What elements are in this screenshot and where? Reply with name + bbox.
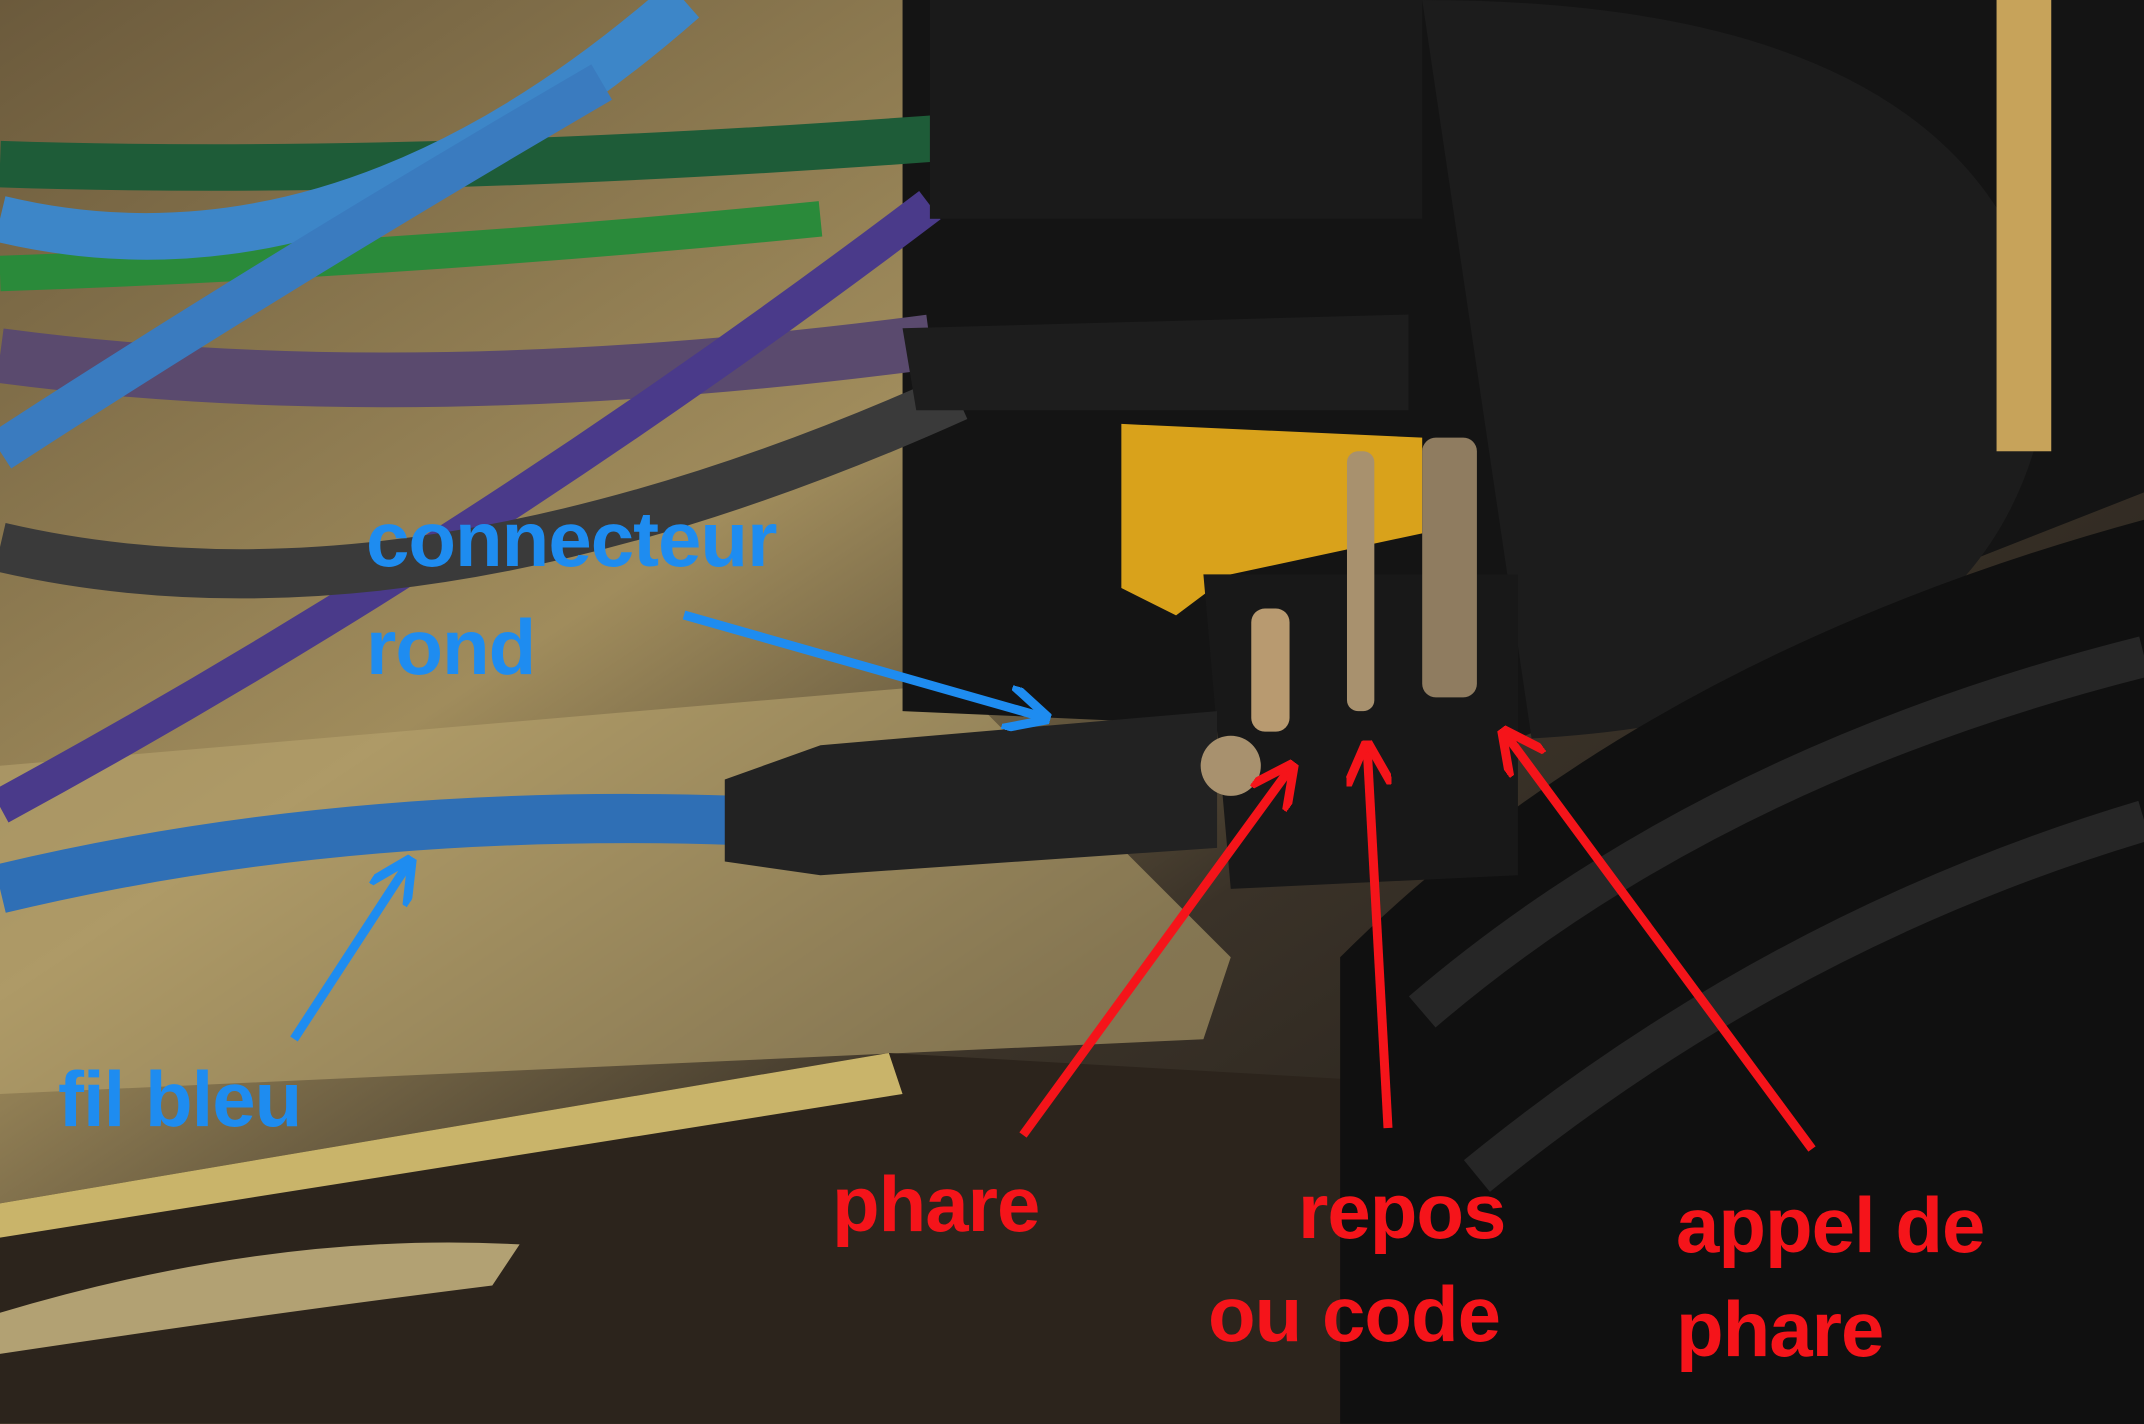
label-appel-phare: phare — [1676, 1285, 1884, 1373]
label-rond: rond — [366, 603, 536, 691]
arrow-connecteur-rond — [682, 610, 1046, 718]
label-ou-code: ou code — [1208, 1270, 1501, 1358]
arrow-repos-ou-code — [1367, 745, 1393, 1129]
label-connecteur: connecteur — [366, 495, 777, 583]
label-repos: repos — [1298, 1167, 1506, 1255]
label-phare: phare — [832, 1160, 1040, 1248]
arrow-phare — [1019, 766, 1292, 1138]
annotation-arrows — [290, 610, 1816, 1152]
label-fil-bleu: fil bleu — [58, 1055, 302, 1143]
arrow-fil-bleu — [290, 861, 410, 1042]
arrow-appel-de-phare — [1504, 732, 1816, 1152]
label-appel-de: appel de — [1676, 1181, 1985, 1269]
